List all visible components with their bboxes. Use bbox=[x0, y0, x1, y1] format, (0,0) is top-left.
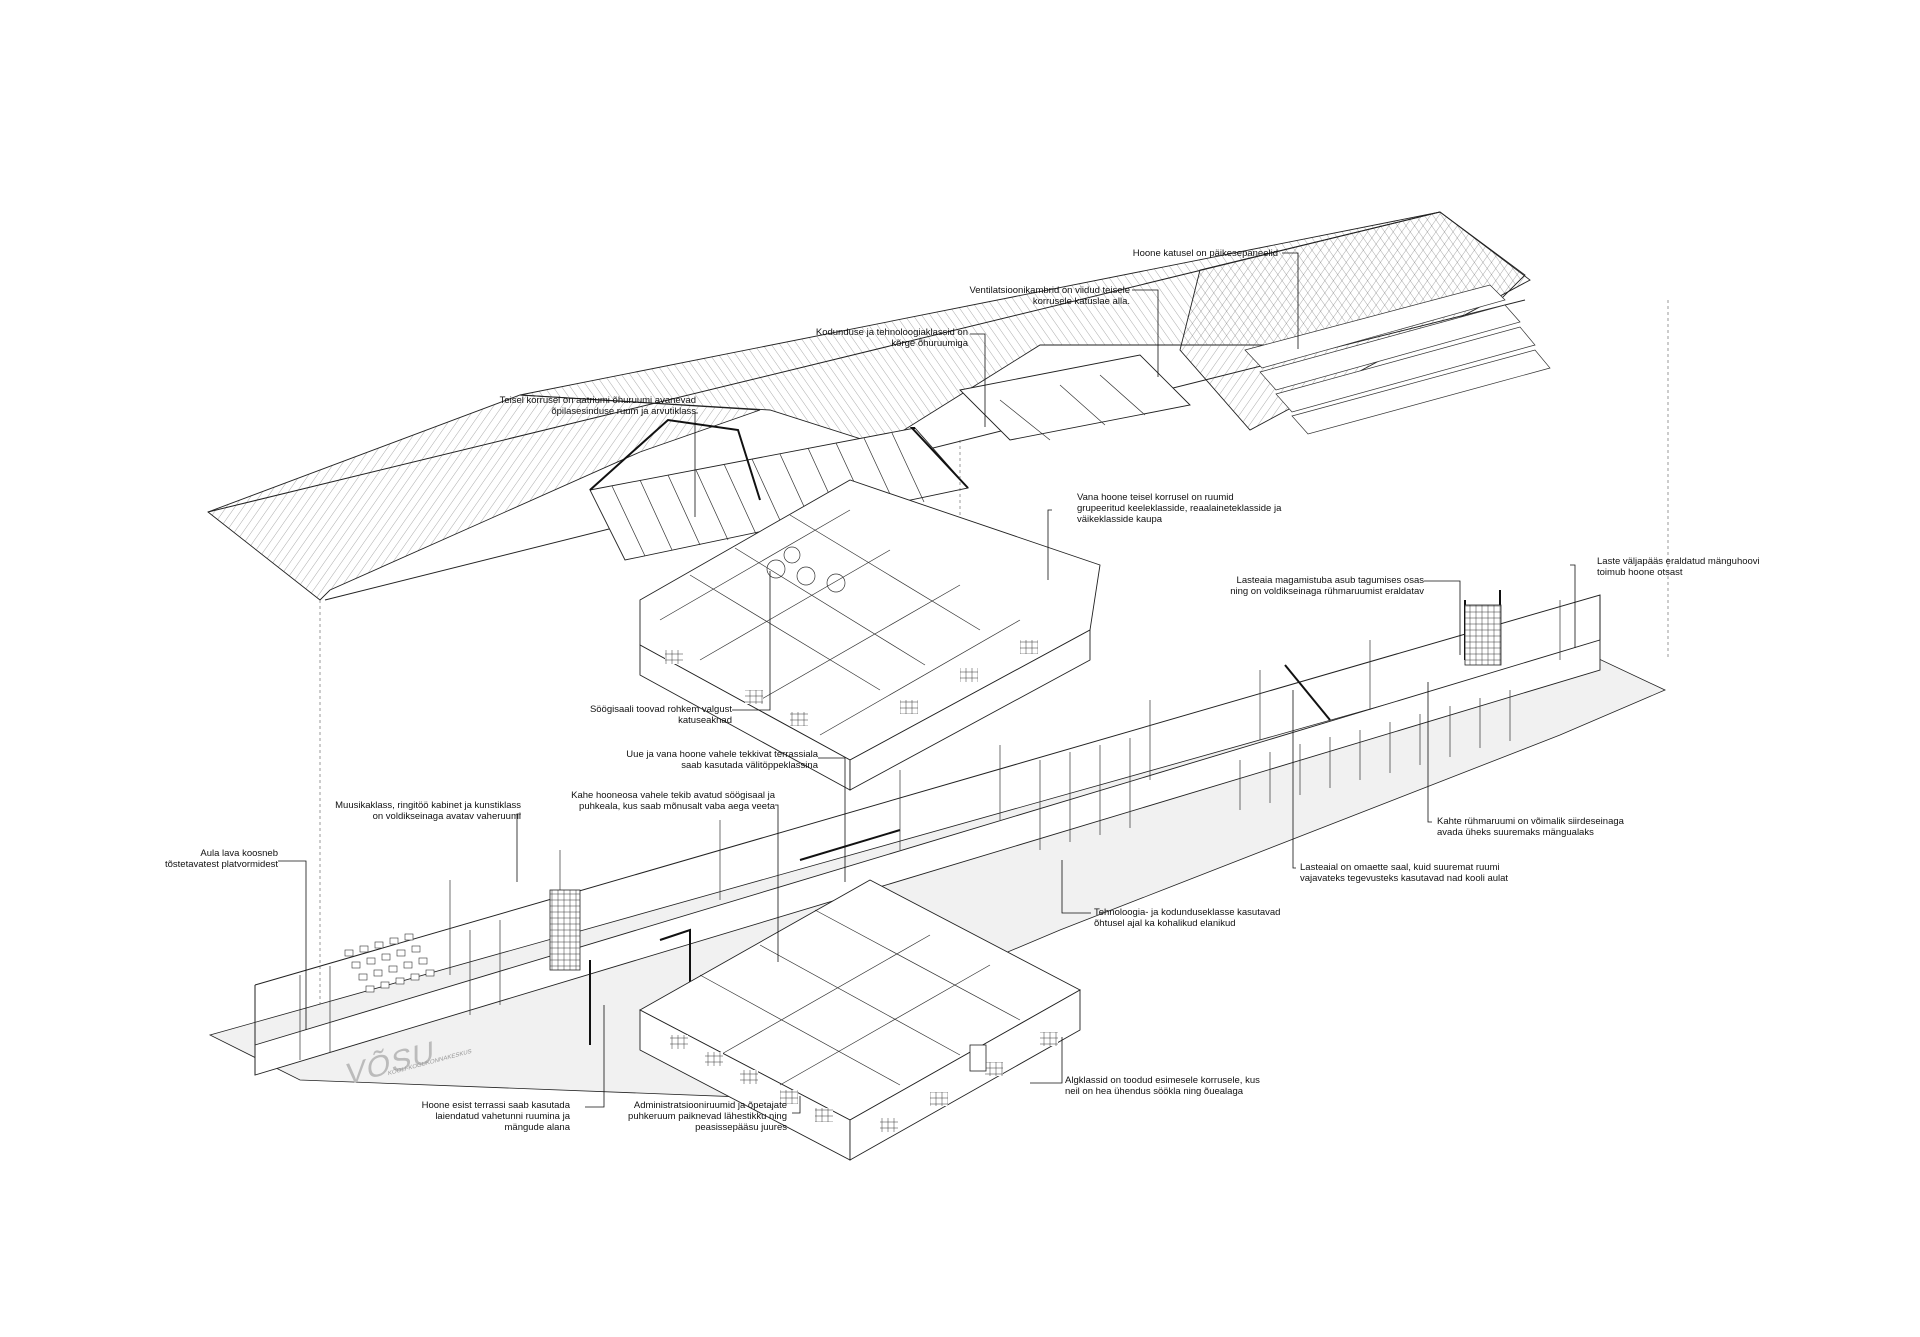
callout-administration: Administratsiooniruumid ja õpetajate puh… bbox=[628, 1100, 787, 1133]
callout-children-exit: Laste väljapääs eraldatud mänguhoovi toi… bbox=[1597, 556, 1760, 578]
second-floor-windows bbox=[665, 640, 1038, 726]
ground-floor-layer bbox=[208, 590, 1666, 1161]
callout-dining-skylights: Söögisaali toovad rohkem valgust katusea… bbox=[589, 704, 732, 726]
callout-roof-solar: Hoone katusel on päikesepaneelid bbox=[1132, 248, 1278, 259]
callout-group-rooms: Kahte rühmaruumi on võimalik siirdeseina… bbox=[1437, 816, 1624, 838]
callout-evening-use: Tehnoloogia- ja kodunduseklasse kasutava… bbox=[1094, 907, 1281, 929]
long-facade-glazing bbox=[299, 690, 1511, 1060]
folding-wall bbox=[549, 889, 581, 971]
callout-old-building-second-floor: Vana hoone teisel korrusel on ruumid gru… bbox=[1077, 492, 1282, 525]
callout-second-floor-atrium: Teisel korrusel on aatriumi õhuruumi ava… bbox=[499, 395, 696, 417]
kindergarten-folding-wall bbox=[1464, 604, 1502, 666]
callout-music-class: Muusikaklass, ringitöö kabinet ja kunsti… bbox=[335, 800, 521, 822]
solar-panels bbox=[1244, 284, 1551, 435]
callout-home-tech: Kodunduse ja tehnoloogiaklassid on kõrge… bbox=[815, 327, 968, 349]
ventilation-box bbox=[959, 354, 1191, 441]
callout-primary-classes: Algklassid on toodud esimesele korrusele… bbox=[1065, 1075, 1260, 1097]
main-entrance-door bbox=[969, 1044, 987, 1072]
leader-lines bbox=[278, 252, 1576, 1114]
second-floor-layer bbox=[639, 479, 1101, 791]
callout-terrace-outdoor-class: Uue ja vana hoone vahele tekkivat terras… bbox=[626, 749, 818, 771]
callout-kindergarten-hall: Lasteaial on omaette saal, kuid suuremat… bbox=[1300, 862, 1509, 884]
callout-ventilation: Ventilatsioonikambrid on viidud teisele … bbox=[969, 285, 1130, 307]
callout-dining-hall: Kahe hooneosa vahele tekib avatud söögis… bbox=[571, 790, 775, 812]
callout-stage: Aula lava koosneb tõstetavatest platvorm… bbox=[165, 848, 278, 870]
callout-front-terrace: Hoone esist terrassi saab kasutada laien… bbox=[421, 1100, 570, 1133]
roof-layer bbox=[207, 211, 1669, 1040]
callout-kindergarten-bedroom: Lasteaia magamistuba asub tagumises osas… bbox=[1230, 575, 1424, 597]
old-building-windows bbox=[670, 1032, 1058, 1132]
auditorium-seating bbox=[344, 933, 435, 993]
